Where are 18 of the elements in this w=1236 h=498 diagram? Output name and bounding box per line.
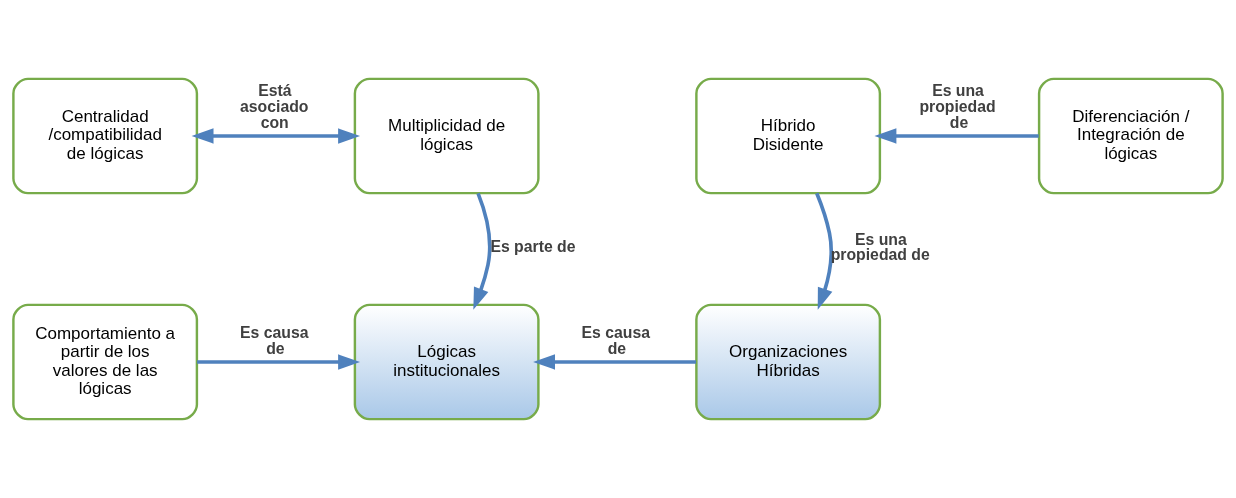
arrow [874, 128, 1039, 144]
node-box: Multiplicidad de lógicas [353, 77, 540, 195]
node-box: Híbrido Disidente [695, 77, 882, 195]
node-box: Lógicas institucionales [353, 303, 540, 421]
edge-label: Está asociado con [240, 82, 309, 131]
node-box: Comportamiento a partir de los valores de las lógicas [12, 303, 199, 421]
arrow [533, 354, 696, 370]
arrow [197, 354, 361, 370]
node-box: Organizaciones Híbridas [695, 303, 882, 421]
arrow [815, 192, 833, 310]
edge-label: Es causa de [240, 324, 309, 357]
arrow [191, 128, 361, 144]
edge-label: Es causa de [581, 324, 650, 357]
edge-label: Es una propiedad de [919, 82, 996, 131]
node-box: Centralidad /compatibilidad de lógicas [12, 77, 199, 195]
node-box: Diferenciación / Integración de lógicas [1037, 77, 1224, 195]
arrow [473, 192, 492, 310]
edge-label: Es parte de [490, 237, 576, 255]
